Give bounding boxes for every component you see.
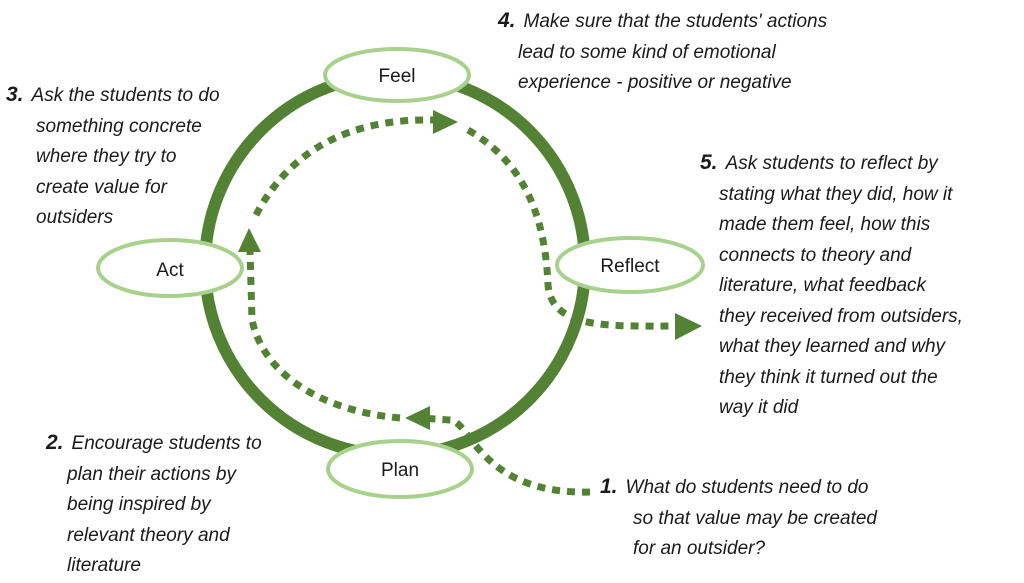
- step-5-line-3: made them feel, how this: [719, 214, 931, 235]
- step-3-line-2: something concrete: [36, 115, 202, 137]
- node-feel: Feel: [323, 47, 471, 103]
- node-reflect: Reflect: [555, 236, 705, 294]
- step-5-line-4: connects to theory and: [719, 244, 912, 266]
- arrowhead-reflect: [675, 313, 702, 340]
- step-3-line-5: outsiders: [36, 207, 114, 228]
- step-3-line-4: create value for: [36, 176, 167, 198]
- cycle-ring: [199, 69, 591, 461]
- step-3-line-3: where they try to: [36, 146, 177, 167]
- step-2-line-1: Encourage students to: [71, 433, 262, 454]
- step-2-line-5: literature: [67, 555, 141, 576]
- step-1-line-3: for an outsider?: [633, 538, 766, 559]
- step-1-line-1: What do students need to do: [625, 477, 869, 498]
- step-2-number: 2.: [46, 431, 64, 454]
- arrowhead-feel: [433, 110, 458, 134]
- step-3-line-1: Ask the students to do: [31, 85, 220, 106]
- node-feel-label: Feel: [379, 66, 416, 87]
- step-4-line-3: experience - positive or negative: [518, 72, 792, 93]
- step-2-line-4: relevant theory and: [67, 524, 230, 546]
- arrowhead-act: [238, 228, 261, 252]
- step-2-line-3: being inspired by: [67, 494, 211, 515]
- dotted-path-feel-to-reflect: [466, 126, 681, 330]
- step-1-number: 1.: [600, 475, 618, 498]
- step-1-line-2: so that value may be created: [633, 507, 877, 529]
- step-2-line-2: plan their actions by: [67, 463, 236, 485]
- step-5-line-6: they received from outsiders,: [719, 305, 963, 327]
- step-2-text: 2. Encourage students to plan their actio…: [46, 428, 262, 582]
- dotted-path-act-to-feel: [252, 116, 436, 217]
- step-3-text: 3. Ask the students to do something concr…: [6, 80, 220, 234]
- step-5-line-1: Ask students to reflect by: [725, 153, 938, 174]
- step-5-line-2: stating what they did, how it: [719, 183, 953, 205]
- node-plan-label: Plan: [381, 460, 419, 481]
- node-reflect-label: Reflect: [600, 256, 660, 277]
- step-5-line-9: way it did: [719, 397, 799, 418]
- step-5-number: 5.: [700, 151, 718, 174]
- step-5-line-7: what they learned and why: [719, 336, 946, 357]
- step-4-line-2: lead to some kind of emotional: [518, 41, 776, 63]
- node-act-label: Act: [156, 260, 184, 281]
- step-5-line-8: they think it turned out the: [719, 366, 938, 388]
- step-4-text: 4. Make sure that the students' actions l…: [498, 6, 827, 99]
- arrowhead-plan: [405, 406, 430, 430]
- step-3-number: 3.: [6, 83, 24, 106]
- node-plan: Plan: [326, 439, 474, 499]
- step-4-number: 4.: [498, 9, 516, 32]
- node-act: Act: [96, 238, 244, 298]
- step-4-line-1: Make sure that the students' actions: [523, 11, 828, 32]
- step-5-text: 5. Ask students to reflect by stating wha…: [700, 148, 963, 424]
- step-5-line-5: literature, what feedback: [719, 275, 927, 296]
- step-1-text: 1. What do students need to do so that va…: [600, 472, 877, 565]
- dotted-path-plan-to-act: [246, 249, 401, 422]
